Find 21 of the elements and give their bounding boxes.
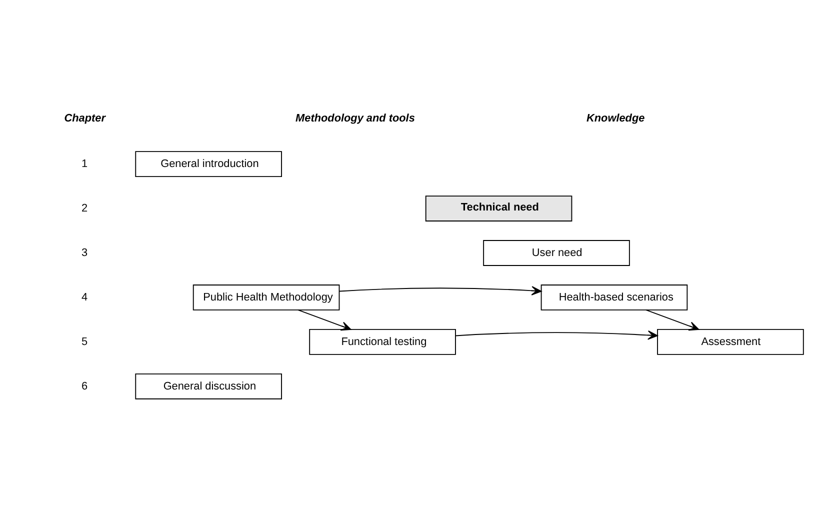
- label: Methodology and tools: [296, 112, 415, 125]
- node-box: General introduction: [135, 151, 282, 178]
- label: Knowledge: [586, 112, 645, 125]
- label: 6: [82, 380, 88, 392]
- label: 5: [82, 336, 88, 348]
- label: 1: [82, 158, 88, 170]
- node-box: Assessment: [657, 328, 804, 355]
- arrow: [298, 310, 352, 331]
- label: 3: [82, 246, 88, 259]
- node-box: General discussion: [135, 373, 282, 400]
- label: 2: [82, 202, 88, 214]
- arrow: [455, 330, 658, 340]
- label: Chapter: [64, 112, 106, 125]
- node-box: Technical need: [425, 196, 572, 222]
- arrow: [646, 310, 700, 331]
- arrow: [338, 286, 542, 296]
- node-box: Public Health Methodology: [192, 284, 340, 310]
- node-box: Health-based scenarios: [540, 284, 688, 310]
- node-box: Functional testing: [309, 328, 456, 355]
- node-box: User need: [483, 240, 630, 266]
- label: 4: [82, 291, 88, 304]
